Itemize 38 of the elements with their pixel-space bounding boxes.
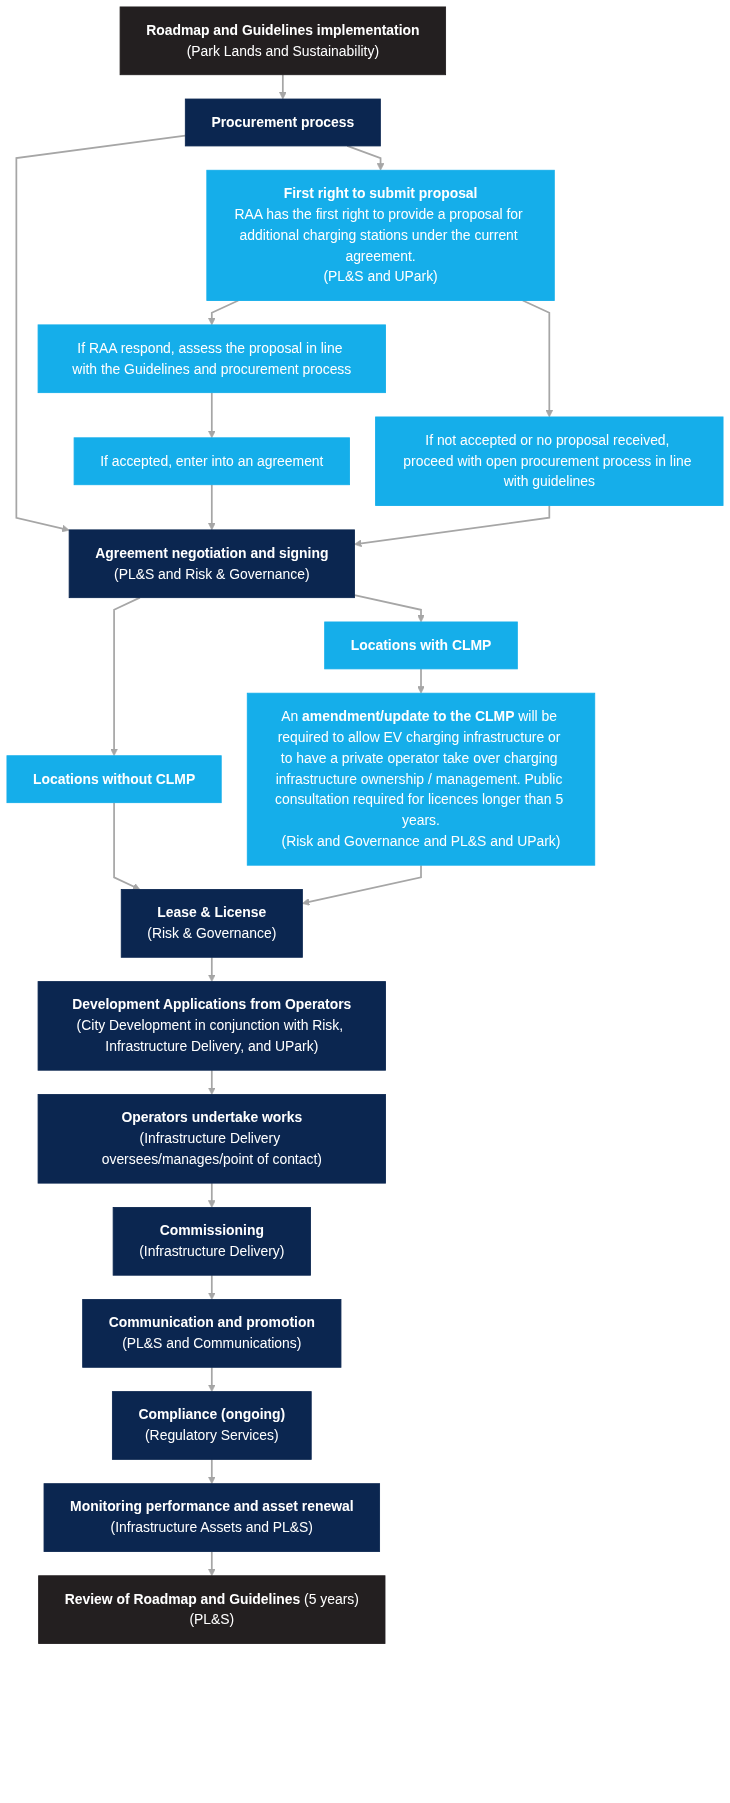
arrow [208, 1366, 216, 1392]
arrow [417, 668, 425, 694]
arrow [208, 483, 216, 531]
node-box: If accepted, enter into an agreement [73, 437, 350, 486]
arrow [521, 299, 554, 418]
arrow [15, 134, 187, 533]
node-box: Communication and promotion (PL&S and Communications) [82, 1299, 342, 1368]
arrow [346, 145, 385, 171]
arrow [354, 504, 551, 548]
arrow [110, 596, 141, 757]
node-box: Compliance (ongoing) (Regulatory Services) [111, 1391, 312, 1460]
arrow [208, 1550, 216, 1577]
node-box: Monitoring performance and asset renewal (Infrastructure Assets and PL&S) [43, 1483, 381, 1552]
node-box: Commissioning (Infrastructure Delivery) [112, 1207, 311, 1276]
arrow [208, 299, 240, 326]
arrow [279, 73, 287, 100]
node-box: Operators undertake works (Infrastructure Delivery oversees/manages/point of contact) [37, 1094, 386, 1184]
arrow [208, 1274, 216, 1300]
node-box: An amendment/update to the CLMP will be required to allow EV charging infrastructure or to have a private operator take over charging infrastructure ownership / management. Public consultation required for licences longer than 5 years. (Risk and Governance and PL&S and UPark) [246, 692, 596, 866]
node-box: First right to submit proposal RAA has the first right to provide a proposal for additional charging stations under the current agreement. (PL&S and UPark) [206, 169, 555, 301]
node-box: Agreement negotiation and signing (PL&S and Risk & Governance) [68, 529, 355, 599]
arrow [208, 956, 216, 982]
node-box: If RAA respond, assess the proposal in line with the Guidelines and procurement process [37, 324, 386, 394]
arrow [113, 801, 141, 891]
node-box: Development Applications from Operators (City Development in conjunction with Risk, Infrastructure Delivery, and UPark) [37, 981, 386, 1071]
node-box: Lease & License (Risk & Governance) [120, 889, 303, 958]
node-box: Procurement process [184, 98, 381, 147]
arrow [208, 1069, 216, 1095]
arrow [208, 1458, 216, 1485]
arrow [302, 864, 422, 906]
arrow [208, 1182, 216, 1208]
arrow [353, 594, 425, 623]
node-box: Locations with CLMP [324, 621, 518, 670]
arrow [208, 391, 216, 439]
node-box: Review of Roadmap and Guidelines (5 years) (PL&S) [38, 1575, 386, 1644]
node-box: Locations without CLMP [6, 755, 222, 804]
node-box: If not accepted or no proposal received, proceed with open procurement process in line with guidelines [375, 416, 724, 506]
node-box: Roadmap and Guidelines implementation (Park Lands and Sustainability) [119, 6, 447, 76]
